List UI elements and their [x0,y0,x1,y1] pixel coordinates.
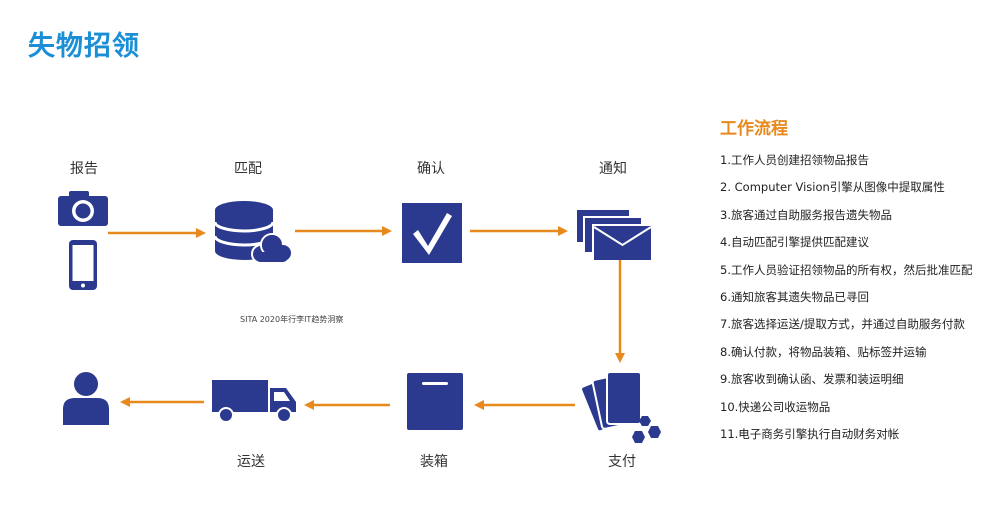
database-cloud-icon [213,201,293,264]
step-label-notify: 通知 [599,161,627,177]
truck-icon [212,380,296,423]
workflow-item: 2. Computer Vision引擎从图像中提取属性 [720,180,945,195]
workflow-item: 1.工作人员创建招领物品报告 [720,153,869,167]
step-label-confirm: 确认 [417,161,445,177]
workflow-item: 10.快递公司收运物品 [720,399,831,414]
camera-phone-icon [58,191,108,290]
step-label-pack: 装箱 [420,454,448,470]
payment-cards-icon [580,371,661,443]
workflow-item: 7.旅客选择运送/提取方式，并通过自助服务付款 [720,317,965,332]
step-label-match: 匹配 [234,161,262,177]
workflow-item: 3.旅客通过自助服务报告遗失物品 [720,207,892,222]
envelopes-icon [575,208,653,262]
watermark-text: SITA 2020年行李IT趋势洞察 [240,315,344,324]
step-label-ship: 运送 [237,454,265,470]
box-icon [407,373,463,430]
workflow-item: 6.通知旅客其遗失物品已寻回 [720,289,869,304]
workflow-item: 4.自动匹配引擎提供匹配建议 [720,235,869,250]
workflow-title: 工作流程 [720,119,788,139]
checkbox-icon [402,203,462,263]
workflow-item: 5.工作人员验证招领物品的所有权，然后批准匹配 [720,262,973,277]
step-label-report: 报告 [70,161,98,177]
page-title: 失物招领 [28,31,140,62]
workflow-item: 9.旅客收到确认函、发票和装运明细 [720,372,904,387]
workflow-list: 1.工作人员创建招领物品报告 2. Computer Vision引擎从图像中提… [720,152,972,453]
step-label-pay: 支付 [608,454,636,470]
workflow-item: 8.确认付款，将物品装箱、贴标签并运输 [720,344,927,359]
person-icon [63,372,109,425]
workflow-item: 11.电子商务引擎执行自动财务对帐 [720,426,900,441]
